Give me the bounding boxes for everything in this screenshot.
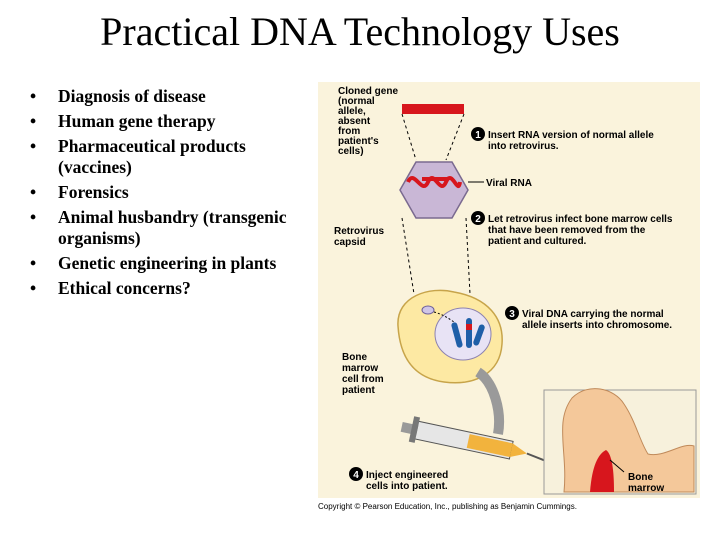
bullet-text: Ethical concerns? [58,278,191,298]
bone-marrow-icon [590,450,614,492]
bullet-item: • Ethical concerns? [24,278,324,299]
bullet-item: • Diagnosis of disease [24,86,324,107]
bullet-text: Diagnosis of disease [58,86,206,106]
figure-illustration: 1 2 3 4 Cloned gene (normal allele, abse… [334,86,697,495]
virus-particle-icon [421,305,435,315]
guide-line [465,217,471,295]
cloned-gene-label: Cloned gene (normal allele, absent from … [338,86,401,157]
step-4-text: Inject engineered cells into patient. [366,470,451,492]
bullet-icon: • [30,207,37,227]
syringe-icon [400,416,545,462]
copyright-notice: Copyright © Pearson Education, Inc., pub… [318,502,577,511]
step-2-badge [471,211,485,225]
bullet-item: • Genetic engineering in plants [24,253,324,274]
step-2-text: Let retrovirus infect bone marrow cells … [488,214,675,247]
bullet-icon: • [30,253,37,273]
bullet-text: Genetic engineering in plants [58,253,277,273]
step-1-badge [471,127,485,141]
step-3-text: Viral DNA carrying the normal allele ins… [522,309,672,331]
guide-line [401,217,415,295]
viral-rna-label: Viral RNA [486,178,532,189]
step-2-number: 2 [475,214,481,225]
dashed-arrow-icon [433,311,455,323]
bullet-list: • Diagnosis of disease • Human gene therap… [24,86,324,303]
step-1-text: Insert RNA version of normal allele into… [488,130,657,152]
leader-line [609,459,625,473]
bullet-item: • Human gene therapy [24,111,324,132]
bullet-icon: • [30,278,37,298]
step-4-badge [349,467,363,481]
step-1-number: 1 [475,130,481,141]
step-3-number: 3 [509,309,515,320]
bullet-text: Pharmaceutical products (vaccines) [58,136,246,177]
bullet-item: • Pharmaceutical products (vaccines) [24,136,324,178]
retrovirus-capsid-icon [399,161,469,219]
bullet-icon: • [30,182,37,202]
bullet-text: Animal husbandry (transgenic organisms) [58,207,287,248]
bullet-item: • Forensics [24,182,324,203]
step-3-badge [505,306,519,320]
bullet-icon: • [30,86,37,106]
bone-marrow-cell-label: Bone marrow cell from patient [342,352,386,396]
inserted-gene-icon [422,177,448,181]
bullet-item: • Animal husbandry (transgenic organisms) [24,207,324,249]
chromosome-icon [473,324,485,346]
bullet-icon: • [30,136,37,156]
step-4-number: 4 [353,470,359,481]
bullet-text: Forensics [58,182,129,202]
viral-rna-icon [406,176,462,188]
chromosome-icon [466,318,472,348]
slide-title: Practical DNA Technology Uses [100,9,620,54]
bone-marrow-label: Bone marrow [628,472,664,494]
bullet-icon: • [30,111,37,131]
chromosome-icon [451,322,463,348]
nucleus-icon [434,307,492,361]
guide-line [445,113,465,161]
curved-arrow-icon [474,367,504,435]
inserted-allele-icon [466,324,472,330]
retrovirus-capsid-label: Retrovirus capsid [334,226,387,248]
gene-therapy-figure: 1 2 3 4 Cloned gene (normal allele, abse… [318,82,700,498]
guide-line [401,113,417,161]
cloned-gene-bar [402,104,464,114]
bullet-text: Human gene therapy [58,111,216,131]
